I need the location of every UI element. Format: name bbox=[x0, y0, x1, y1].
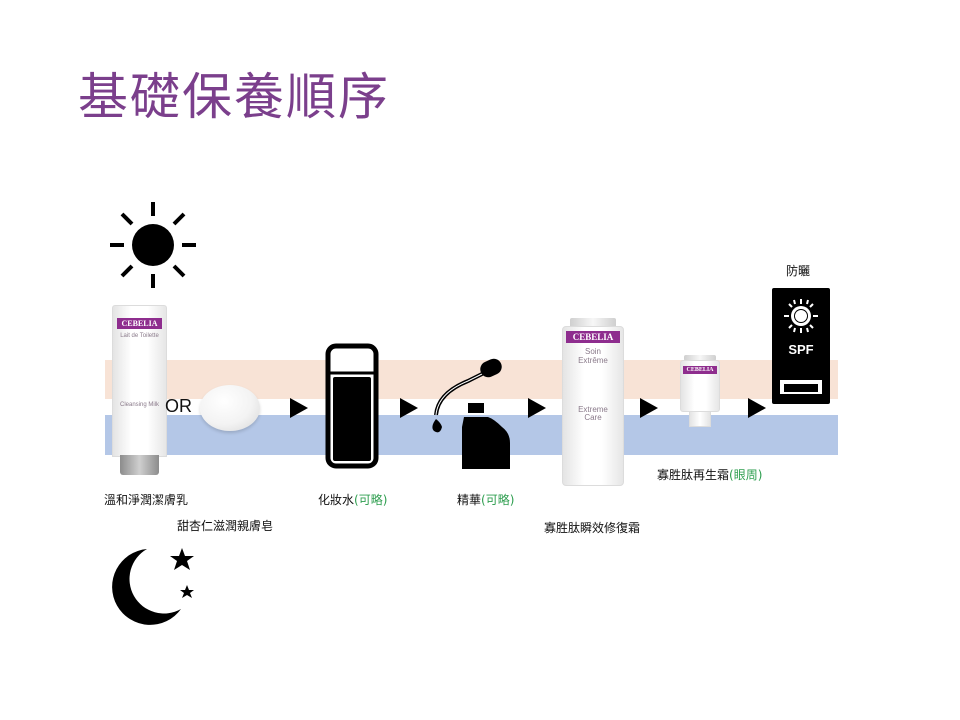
toner-label-text: 化妝水 bbox=[318, 493, 355, 507]
arrow-right-icon bbox=[528, 398, 546, 418]
spf-badge: SPF bbox=[788, 342, 814, 357]
arrow-right-icon bbox=[640, 398, 658, 418]
brand-label: CEBELIA bbox=[566, 331, 620, 343]
eye-cream-label-text: 寡胜肽再生霜 bbox=[657, 468, 730, 482]
product-line: Extreme bbox=[578, 404, 608, 414]
sun-icon bbox=[110, 202, 196, 288]
serum-label-text: 精華 bbox=[457, 493, 482, 507]
soap-label: 甜杏仁滋潤親膚皂 bbox=[177, 519, 274, 533]
moon-stars-icon bbox=[112, 548, 194, 625]
brand-label: CEBELIA bbox=[117, 318, 162, 329]
arrow-right-icon bbox=[290, 398, 308, 418]
sun-icon bbox=[784, 299, 818, 333]
eye-area-note: (眼周) bbox=[729, 468, 763, 482]
dropper-serum-icon bbox=[432, 358, 510, 469]
arrow-right-icon bbox=[748, 398, 766, 418]
product-line: Soin bbox=[584, 347, 601, 356]
repair-cream-label: 寡胜肽瞬效修復霜 bbox=[544, 521, 641, 535]
eye-cream-tube: CEBELIA bbox=[680, 355, 720, 427]
toner-label: 化妝水(可略) bbox=[318, 491, 387, 508]
sunscreen-tube-icon: SPF bbox=[772, 288, 830, 404]
product-line: Extrême bbox=[578, 355, 608, 365]
brand-label: CEBELIA bbox=[683, 366, 717, 374]
product-line: Lait de Toilette bbox=[120, 333, 159, 339]
toner-bottle-icon bbox=[325, 343, 379, 469]
arrow-right-icon bbox=[400, 398, 418, 418]
product-line: Care bbox=[584, 413, 602, 423]
repair-cream-tube: CEBELIA Soin Extrême Extreme Care bbox=[562, 318, 624, 486]
optional-note: (可略) bbox=[354, 493, 388, 507]
page-title: 基礎保養順序 bbox=[78, 68, 390, 126]
eye-cream-label: 寡胜肽再生霜(眼周) bbox=[657, 466, 762, 483]
soap-bar bbox=[200, 385, 260, 431]
serum-label: 精華(可略) bbox=[457, 491, 514, 508]
sunscreen-label: 防曬 bbox=[786, 264, 811, 278]
optional-note: (可略) bbox=[481, 493, 515, 507]
product-line: Cleansing Milk bbox=[119, 401, 159, 408]
cleansing-milk-label: 溫和淨潤潔膚乳 bbox=[104, 493, 189, 507]
or-text: OR bbox=[165, 396, 192, 416]
cleansing-milk-tube: CEBELIA Lait de Toilette Cleansing Milk bbox=[112, 305, 167, 475]
